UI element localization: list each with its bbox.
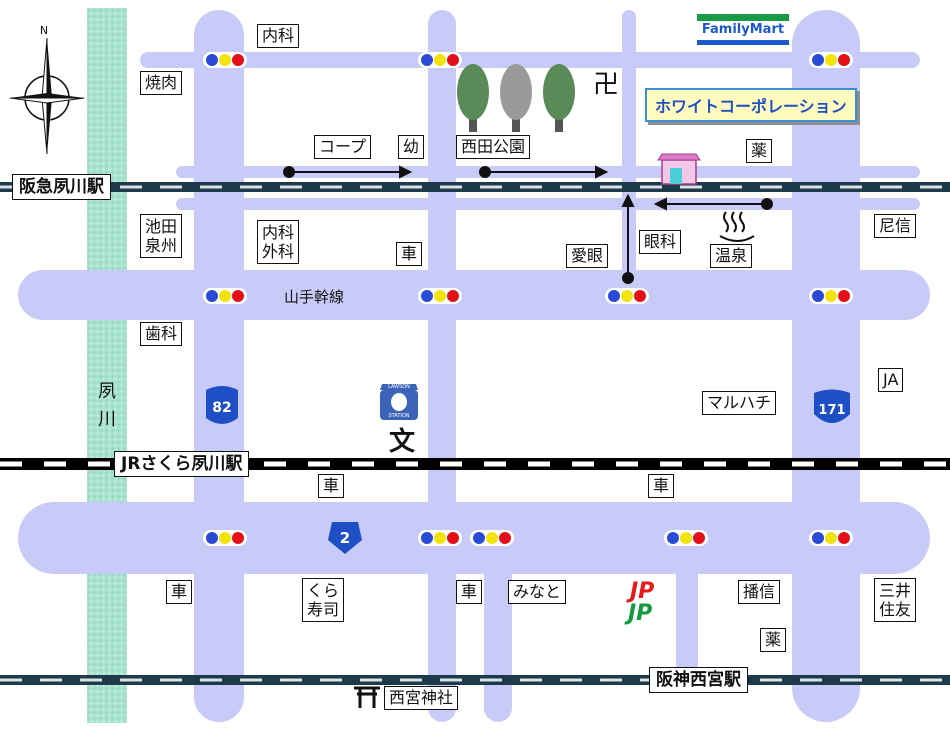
landmark-pharmacy-top: 薬 [746,139,773,163]
road-name-yamate: 山手幹線 [284,288,345,306]
svg-text:171: 171 [818,403,845,418]
landmark-kindergarten: 幼 [398,135,425,159]
station-hankyu-shukugawa: 阪急夙川駅 [12,174,111,200]
svg-text:N: N [40,24,48,37]
road-north [140,52,920,68]
railway-hankyu [0,182,950,192]
landmark-car-4: 車 [166,580,193,604]
landmark-kura-sushi: くら 寿司 [302,578,345,622]
landmark-naika-geka: 内科 外科 [257,220,300,264]
station-jr-sakura-shukugawa: JRさくら夙川駅 [114,451,250,477]
traffic-signal-icon [605,288,649,304]
landmark-onsen: 温泉 [710,244,753,268]
river-shukugawa [87,8,127,723]
landmark-car-2: 車 [318,474,345,498]
landmark-ikeda-senshu: 池田 泉州 [140,214,183,258]
traffic-signals [203,52,853,546]
traffic-signal-icon [418,530,462,546]
landmark-car-1: 車 [396,242,423,266]
road-east-short [676,540,698,690]
park-nishida: 西田公園 [456,135,531,159]
school-icon: 文 [389,426,416,457]
traffic-signal-icon [809,530,853,546]
landmark-minato: みなと [508,580,567,604]
landmark-ganka: 眼科 [639,230,682,254]
railway-hanshin [0,675,950,685]
north-compass-icon: N [9,24,85,155]
shop-icon [657,153,701,185]
landmark-coop: コープ [314,135,372,159]
japan-post-green-logo: JP [628,601,653,626]
landmark-maruhachi: マルハチ [702,391,777,415]
svg-text:LAWSON: LAWSON [388,384,410,390]
hot-spring-icon [719,211,755,242]
landmark-banshin: 播信 [738,580,781,604]
road-north-rail-lower [176,198,920,210]
landmark-amashin: 尼信 [874,214,917,238]
traffic-signal-icon [203,530,247,546]
road-mid-east [622,10,636,310]
road-west [194,10,244,722]
route-171-shield-icon: 171 [814,389,850,423]
traffic-signal-icon [664,530,708,546]
traffic-signal-icon [418,52,462,68]
shrine-gate-icon [354,686,380,708]
road-mid-west [428,10,456,722]
landmark-mitsui-sumitomo: 三井 住友 [874,578,917,622]
landmark-car-3: 車 [648,474,675,498]
route-82-shield-icon: 82 [206,386,238,424]
traffic-signal-icon [418,288,462,304]
traffic-signal-icon [203,52,247,68]
traffic-signal-icon [470,530,514,546]
traffic-signal-icon [809,288,853,304]
familymart-logo: FamilyMart [697,14,789,45]
temple-icon: 卍 [593,70,619,100]
landmark-car-5: 車 [456,580,483,604]
landmark-naika-top: 内科 [257,24,300,48]
road-yamate [18,270,930,320]
landmark-dental: 歯科 [140,322,183,346]
japan-post-red-logo: JP [630,579,655,604]
river-name: 夙 川 [98,381,116,430]
park-trees-icon [457,64,575,132]
svg-text:82: 82 [212,400,231,416]
svg-text:STATION: STATION [388,413,409,419]
station-hanshin-nishinomiya: 阪神西宮駅 [649,667,748,693]
landmark-pharmacy-bottom: 薬 [760,628,787,652]
landmark-nishinomiya-jinja: 西宮神社 [384,686,459,710]
lawson-station-icon: LAWSON STATION [380,384,418,420]
svg-text:2: 2 [340,529,350,547]
landmark-yakiniku: 焼肉 [140,71,183,95]
landmark-aigan: 愛眼 [566,244,609,268]
traffic-signal-icon [809,52,853,68]
landmark-ja: JA [878,368,904,392]
traffic-signal-icon [203,288,247,304]
company-label: ホワイトコーポレーション [645,88,857,122]
route-2-shield-icon: 2 [328,522,362,554]
direction-arrows [283,165,773,284]
